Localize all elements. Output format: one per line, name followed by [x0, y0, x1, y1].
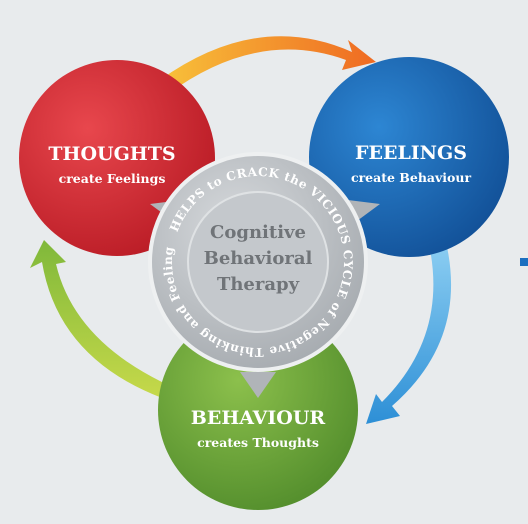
- center-line-3: Therapy: [217, 274, 300, 295]
- behaviour-subtitle: creates Thoughts: [197, 435, 319, 450]
- thoughts-subtitle: create Feelings: [59, 171, 166, 186]
- behaviour-node: BEHAVIOUR creates Thoughts: [158, 310, 358, 510]
- edge-marker: [520, 258, 528, 266]
- behaviour-title: BEHAVIOUR: [191, 407, 326, 429]
- center-node: Cognitive Behavioral Therapy HELPS to CR…: [148, 152, 368, 372]
- feelings-subtitle: create Behaviour: [351, 170, 471, 185]
- arrow-feelings-to-behaviour: [366, 238, 452, 424]
- feelings-title: FEELINGS: [355, 142, 467, 164]
- thoughts-title: THOUGHTS: [48, 143, 175, 165]
- arrow-behaviour-to-thoughts: [30, 240, 166, 398]
- center-line-2: Behavioral: [204, 248, 313, 269]
- arrow-thoughts-to-feelings: [160, 36, 376, 94]
- center-line-1: Cognitive: [210, 222, 306, 243]
